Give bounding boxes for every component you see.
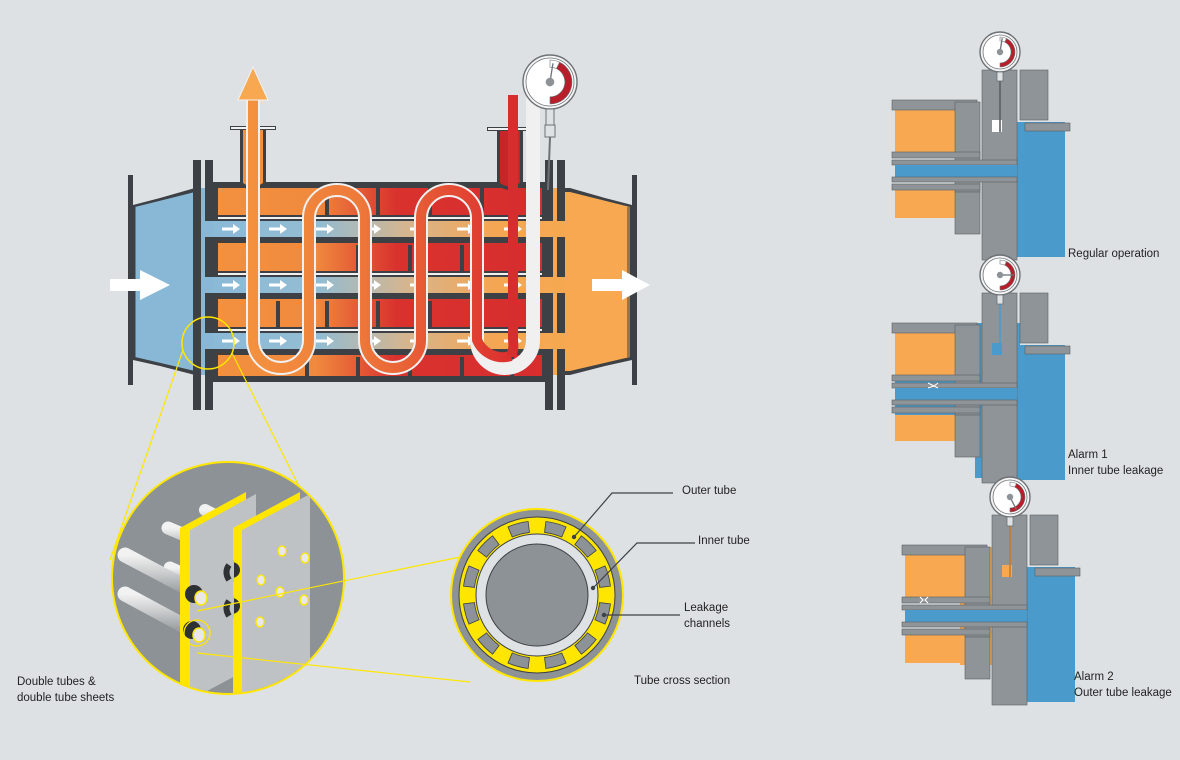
pressure-gauge-icon bbox=[989, 476, 1031, 518]
shell-baffle bbox=[305, 357, 309, 376]
shell-baffle bbox=[356, 357, 360, 376]
callout-outer-tube: Outer tube bbox=[682, 485, 737, 497]
outer-tube-wall bbox=[891, 151, 981, 159]
flow-arrow-icon bbox=[316, 280, 334, 290]
outlet-flow-arrow-icon bbox=[592, 270, 650, 300]
gauge-red-zone bbox=[999, 38, 1016, 68]
leakage-channel bbox=[544, 521, 567, 538]
leak-crack-icon bbox=[927, 382, 939, 389]
outflow-arrow-icon bbox=[237, 65, 269, 101]
outer-tube-wall bbox=[891, 374, 981, 382]
callout-leakage-2: channels bbox=[684, 618, 731, 630]
leakage-channel bbox=[574, 535, 597, 558]
tube-bore bbox=[485, 543, 589, 647]
inlet-flow-arrow-icon bbox=[110, 270, 170, 300]
shell-baffle bbox=[325, 301, 329, 329]
flow-arrow-icon bbox=[316, 336, 334, 346]
pressure-gauge-icon bbox=[522, 54, 578, 110]
leak-detection-chamber bbox=[992, 343, 1002, 355]
gauge-red-zone bbox=[999, 261, 1016, 291]
inlet-head bbox=[128, 175, 205, 385]
leakage-channel bbox=[507, 652, 530, 669]
flow-arrow-icon bbox=[222, 280, 240, 290]
inner-tube-wall bbox=[891, 159, 1018, 166]
shell-baffle bbox=[376, 188, 380, 216]
pressure-gauge bbox=[522, 54, 578, 191]
state-alarm2-desc: Outer tube leakage bbox=[1074, 687, 1172, 699]
shell-baffle bbox=[428, 301, 432, 329]
tube-ends bbox=[183, 560, 240, 643]
flow-arrow-icon bbox=[269, 336, 287, 346]
state-panel-alarm1 bbox=[891, 254, 1071, 484]
flow-arrow-icon bbox=[222, 336, 240, 346]
state-panel-alarm2 bbox=[901, 476, 1081, 706]
tube-fluid bbox=[895, 388, 1017, 400]
pressure-gauge-icon bbox=[979, 31, 1021, 73]
plate-holes bbox=[255, 545, 310, 628]
leakage-channel bbox=[574, 632, 597, 655]
shell-baffle bbox=[376, 301, 380, 329]
tube-callout-circle bbox=[183, 619, 211, 647]
leak-detection-chamber bbox=[1002, 565, 1012, 577]
shell-baffle bbox=[408, 245, 412, 273]
leakage-channel bbox=[463, 602, 480, 625]
flow-arrow-icon bbox=[316, 224, 334, 234]
flow-arrow-icon bbox=[222, 224, 240, 234]
detail-callout-circle bbox=[181, 316, 235, 370]
leak-crack-icon bbox=[919, 596, 929, 604]
leakage-channel bbox=[477, 632, 500, 655]
inner-tube-wall bbox=[901, 604, 1028, 611]
pressure-gauge-icon bbox=[979, 254, 1021, 296]
shell-baffle bbox=[325, 188, 329, 216]
heat-exchanger-main bbox=[109, 54, 650, 561]
state-alarm1-title: Alarm 1 bbox=[1068, 449, 1108, 461]
state-alarm2-title: Alarm 2 bbox=[1074, 671, 1114, 683]
shell-baffle bbox=[460, 245, 464, 273]
callout-leakage-1: Leakage bbox=[684, 602, 729, 614]
tube-fluid bbox=[905, 610, 1027, 622]
leak-detection-chamber bbox=[992, 120, 1002, 132]
flow-arrow-icon bbox=[269, 224, 287, 234]
state-panel-regular bbox=[891, 31, 1071, 261]
shell-baffle bbox=[460, 357, 464, 376]
tube-fluid bbox=[895, 165, 1017, 177]
leakage-channel bbox=[507, 521, 530, 538]
tube-cross-section bbox=[450, 492, 695, 682]
gauge-red-zone bbox=[549, 61, 573, 105]
state-alarm1-desc: Inner tube leakage bbox=[1068, 465, 1164, 477]
inner-tube-wall bbox=[891, 382, 1018, 389]
shell-baffle bbox=[480, 188, 484, 216]
tube-sheet-left-outer bbox=[193, 160, 201, 410]
state-regular-label: Regular operation bbox=[1068, 248, 1160, 260]
leakage-channel bbox=[477, 535, 500, 558]
tube-sheet-detail-label-2: double tube sheets bbox=[17, 692, 115, 704]
outer-tube-wall bbox=[901, 596, 991, 604]
leakage-channel bbox=[544, 652, 567, 669]
gauge-red-zone bbox=[1009, 483, 1026, 513]
callout-inner-tube: Inner tube bbox=[698, 535, 750, 547]
leakage-channel bbox=[463, 565, 480, 588]
flow-arrow-icon bbox=[269, 280, 287, 290]
shell-baffle bbox=[276, 301, 280, 329]
tube-sheet-detail-label-1: Double tubes & bbox=[17, 676, 96, 688]
cross-section-title: Tube cross section bbox=[634, 675, 731, 687]
tube-sheet-detail bbox=[111, 461, 471, 695]
